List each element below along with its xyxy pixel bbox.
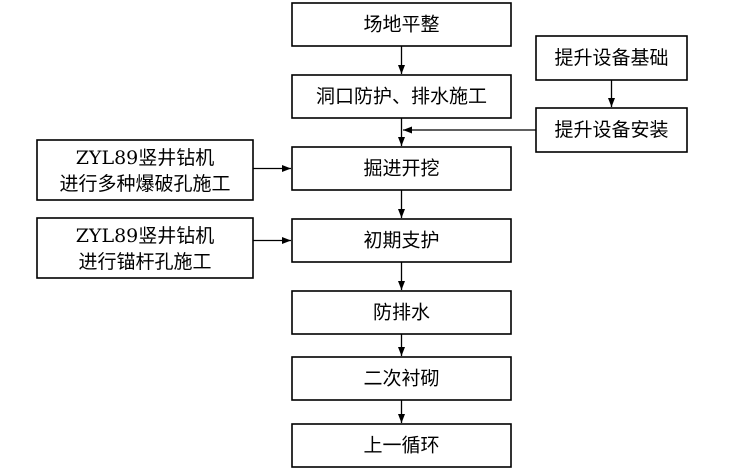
step-waterproofing: 防排水 (291, 290, 512, 335)
hoist-installation-box: 提升设备安装 (535, 107, 688, 153)
drill-anchor-line2: 进行锚杆孔施工 (78, 251, 211, 273)
hoist-foundation-box: 提升设备基础 (535, 35, 688, 81)
step-initial-support: 初期支护 (291, 218, 512, 263)
hoist-installation-label: 提升设备安装 (554, 119, 668, 141)
step-initial-support-label: 初期支护 (363, 230, 439, 252)
drill-blast-holes-box: ZYL89竖井钻机 进行多种爆破孔施工 (36, 139, 254, 201)
step-next-cycle: 上一循环 (291, 423, 512, 468)
drill-blast-line2: 进行多种爆破孔施工 (59, 173, 230, 195)
step-next-cycle-label: 上一循环 (363, 435, 439, 457)
step-site-leveling: 场地平整 (291, 2, 512, 47)
step-excavation: 掘进开挖 (291, 146, 512, 191)
drill-anchor-holes-box: ZYL89竖井钻机 进行锚杆孔施工 (36, 217, 254, 279)
hoist-foundation-label: 提升设备基础 (554, 47, 668, 69)
step-portal-protection-label: 洞口防护、排水施工 (316, 86, 487, 108)
step-site-leveling-label: 场地平整 (363, 14, 439, 36)
step-waterproofing-label: 防排水 (373, 302, 430, 324)
drill-blast-line1: ZYL89竖井钻机 (76, 147, 215, 169)
step-secondary-lining: 二次衬砌 (291, 356, 512, 401)
drill-anchor-line1: ZYL89竖井钻机 (76, 225, 215, 247)
step-secondary-lining-label: 二次衬砌 (363, 368, 439, 390)
step-portal-protection: 洞口防护、排水施工 (291, 74, 512, 119)
step-excavation-label: 掘进开挖 (363, 158, 439, 180)
